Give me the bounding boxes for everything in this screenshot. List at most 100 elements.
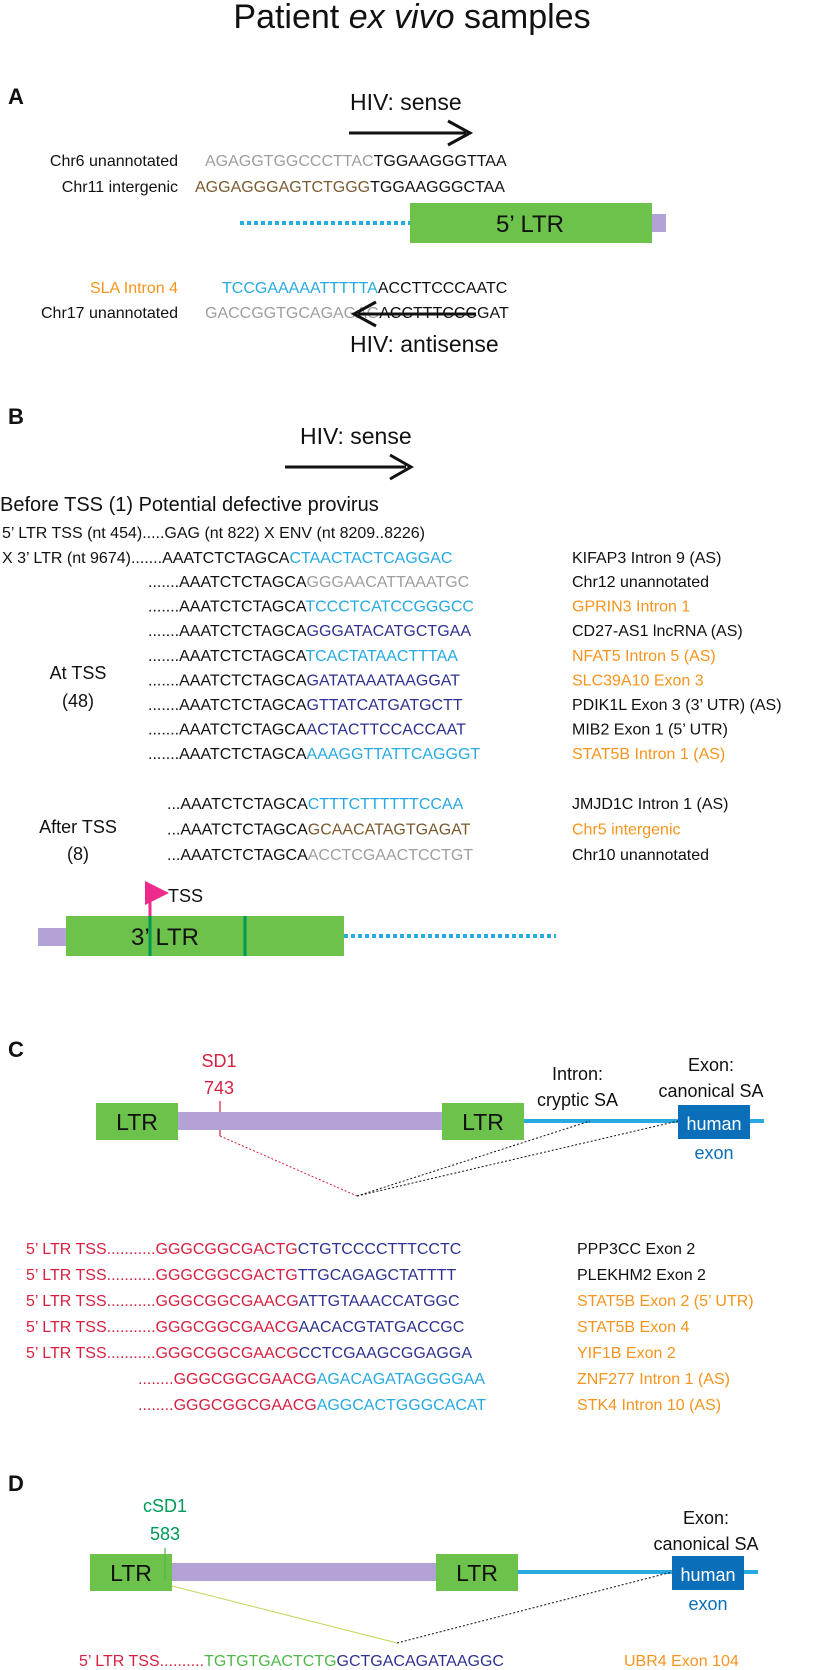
panel-b-heading: Before TSS (1) Potential defective provi… — [0, 494, 379, 516]
tss-arrow — [145, 881, 169, 916]
at-tss-count: (48) — [62, 691, 94, 711]
at-tss-label: At TSS — [50, 663, 107, 683]
sd1-label: SD1 — [201, 1051, 236, 1071]
panel-b-line-1: 5’ LTR TSS (nt 454).....GAG (nt 822) X E… — [2, 525, 425, 542]
panel-d-row-name: UBR4 Exon 104 — [624, 1653, 739, 1670]
sd1-position: 743 — [204, 1078, 234, 1098]
panel-a-row-2: Chr11 intergenic AGGAGGGAGTCTGGGTGGAAGGG… — [62, 179, 506, 196]
ltr-left-label: LTR — [116, 1109, 158, 1135]
ltr-3-label: 3’ LTR — [131, 924, 199, 951]
exon-label: exon — [694, 1143, 733, 1163]
panel-c-row-name: PLEKHM2 Exon 2 — [577, 1267, 706, 1284]
panel-a-row-2-seq: AGGAGGGAGTCTGGGTGGAAGGGCTAA — [195, 179, 505, 196]
csd1-position: 583 — [150, 1524, 180, 1544]
panel-a-antisense-label: HIV: antisense — [350, 331, 499, 357]
ltr-3-box — [66, 916, 344, 956]
ltr-right-label: LTR — [456, 1560, 498, 1586]
provirus-body — [172, 1563, 436, 1581]
after-tss-row-seq: ...AAATCTCTAGCAACCTCGAACTCCTGT — [167, 847, 473, 864]
panel-a-row-2-name: Chr11 intergenic — [62, 179, 178, 196]
ltr-5-label: 5’ LTR — [496, 211, 564, 238]
panel-c-construct: LTR LTR human exon — [96, 1103, 764, 1197]
human-exon-box — [672, 1556, 744, 1590]
panel-c-row-seq: 5’ LTR TSS...........GGGCGGCGAACGCCTCGAA… — [26, 1345, 472, 1362]
at-tss-row-name: SLC39A10 Exon 3 — [572, 672, 704, 689]
d-exon-label-2: canonical SA — [653, 1534, 758, 1554]
panel-a-row-1-name: Chr6 unannotated — [50, 153, 178, 170]
panel-b-label: B — [8, 404, 24, 429]
panel-c-row-name: PPP3CC Exon 2 — [577, 1241, 695, 1258]
after-tss-row-name: Chr10 unannotated — [572, 847, 709, 864]
csd1-label: cSD1 — [143, 1496, 187, 1516]
ltr-left-box — [90, 1554, 172, 1591]
human-label: human — [680, 1565, 735, 1585]
at-tss-row-name: NFAT5 Intron 5 (AS) — [572, 648, 716, 665]
panel-c-row-seq: 5’ LTR TSS...........GGGCGGCGAACGAACACGT… — [26, 1319, 464, 1336]
panel-b-sense-label: HIV: sense — [300, 423, 412, 449]
provirus-body — [652, 214, 666, 232]
after-tss-label: After TSS — [39, 817, 117, 837]
at-tss-row-name: Chr12 unannotated — [572, 574, 709, 591]
panel-b-line-2: X 3’ LTR (nt 9674).......AAATCTCTAGCACTA… — [2, 550, 452, 567]
ltr-left-box — [96, 1103, 178, 1140]
after-tss-row-seq: ...AAATCTCTAGCAGCAACATAGTGAGAT — [167, 822, 471, 839]
panel-a-row-3-name: SLA Intron 4 — [90, 280, 178, 297]
at-tss-row-seq: .......AAATCTCTAGCAGGGATACATGCTGAA — [148, 623, 471, 640]
panel-c-row-seq: 5’ LTR TSS...........GGGCGGCGAACGATTGTAA… — [26, 1293, 460, 1310]
ltr-right-label: LTR — [462, 1109, 504, 1135]
panel-c-row-name: ZNF277 Intron 1 (AS) — [577, 1371, 730, 1388]
panel-d-construct: LTR LTR human exon — [90, 1548, 758, 1644]
panel-a-row-3-seq: TCCGAAAAATTTTTAACCTTCCCAATC — [222, 280, 507, 297]
panel-a-row-3: SLA Intron 4 TCCGAAAAATTTTTAACCTTCCCAATC — [90, 280, 507, 297]
splice-line-sd1 — [219, 1135, 358, 1197]
panel-a-row-1-seq: AGAGGTGGCCCTTACTGGAAGGGTTAA — [205, 153, 507, 170]
at-tss-row-seq: .......AAATCTCTAGCATCACTATAACTTTAA — [148, 648, 458, 665]
after-tss-row-name: Chr5 intergenic — [572, 822, 681, 839]
provirus-body — [178, 1112, 442, 1130]
at-tss-row-name: MIB2 Exon 1 (5’ UTR) — [572, 722, 728, 739]
at-tss-rows: .......AAATCTCTAGCAGGGAACATTAAATGC Chr12 … — [148, 574, 782, 763]
panel-a-row-1: Chr6 unannotated AGAGGTGGCCCTTACTGGAAGGG… — [50, 153, 507, 170]
panel-b-sense-arrow — [285, 453, 415, 481]
human-exon-box — [678, 1105, 750, 1139]
exon-label-2: canonical SA — [658, 1081, 763, 1101]
panel-b-ltr-construct: 3’ LTR TSS — [38, 881, 556, 956]
panel-a-antisense-arrow — [350, 300, 476, 328]
at-tss-row-seq: .......AAATCTCTAGCAGGGAACATTAAATGC — [148, 574, 469, 591]
ltr-right-box — [436, 1554, 518, 1591]
intron-label-1: Intron: — [552, 1064, 603, 1084]
panel-c-row-seq: 5’ LTR TSS...........GGGCGGCGACTGTTGCAGA… — [26, 1267, 456, 1284]
splice-line-canonical — [396, 1571, 673, 1644]
after-tss-row-name: JMJD1C Intron 1 (AS) — [572, 796, 728, 813]
at-tss-row-seq: .......AAATCTCTAGCAGTTATCATGATGCTT — [148, 697, 463, 714]
provirus-body — [38, 928, 66, 946]
panel-c-rows: 5’ LTR TSS...........GGGCGGCGACTGCTGTCCC… — [26, 1241, 754, 1414]
at-tss-row-name: CD27-AS1 lncRNA (AS) — [572, 623, 743, 640]
panel-c-row-seq: ........GGGCGGCGAACGAGGCACTGGGCACAT — [138, 1397, 486, 1414]
ltr-right-box — [442, 1103, 524, 1140]
panel-a-sense-label: HIV: sense — [350, 89, 462, 115]
ltr-5-box — [410, 203, 652, 243]
at-tss-row-name: PDIK1L Exon 3 (3’ UTR) (AS) — [572, 697, 782, 714]
panel-d-row-seq: 5’ LTR TSS..........TGTGTGACTCTGGCTGACAG… — [79, 1653, 504, 1670]
exon-label: exon — [688, 1594, 727, 1614]
at-tss-row-seq: .......AAATCTCTAGCATCCCTCATCCGGGCC — [148, 599, 474, 616]
after-tss-row-seq: ...AAATCTCTAGCACTTTCTTTTTTCCAA — [167, 796, 464, 813]
splice-line-csd1 — [171, 1585, 398, 1644]
tss-label: TSS — [168, 886, 203, 906]
at-tss-row-name: GPRIN3 Intron 1 — [572, 599, 690, 616]
panel-c-row-name: YIF1B Exon 2 — [577, 1345, 676, 1362]
after-tss-rows: ...AAATCTCTAGCACTTTCTTTTTTCCAA JMJD1C Int… — [167, 796, 728, 864]
panel-d-label: D — [8, 1471, 24, 1496]
panel-c-row-name: STK4 Intron 10 (AS) — [577, 1397, 721, 1414]
splice-line-cryptic — [356, 1120, 591, 1197]
d-exon-label-1: Exon: — [683, 1508, 729, 1528]
exon-label-1: Exon: — [688, 1055, 734, 1075]
page-title: Patient ex vivo samples — [233, 0, 590, 36]
at-tss-row-seq: .......AAATCTCTAGCAAAAGGTTATTCAGGGT — [148, 746, 480, 763]
panel-c-label: C — [8, 1037, 24, 1062]
panel-a-row-4-name: Chr17 unannotated — [41, 305, 178, 322]
panel-c-row-name: STAT5B Exon 2 (5’ UTR) — [577, 1293, 754, 1310]
panel-c-row-seq: 5’ LTR TSS...........GGGCGGCGACTGCTGTCCC… — [26, 1241, 461, 1258]
at-tss-row-name: STAT5B Intron 1 (AS) — [572, 746, 725, 763]
